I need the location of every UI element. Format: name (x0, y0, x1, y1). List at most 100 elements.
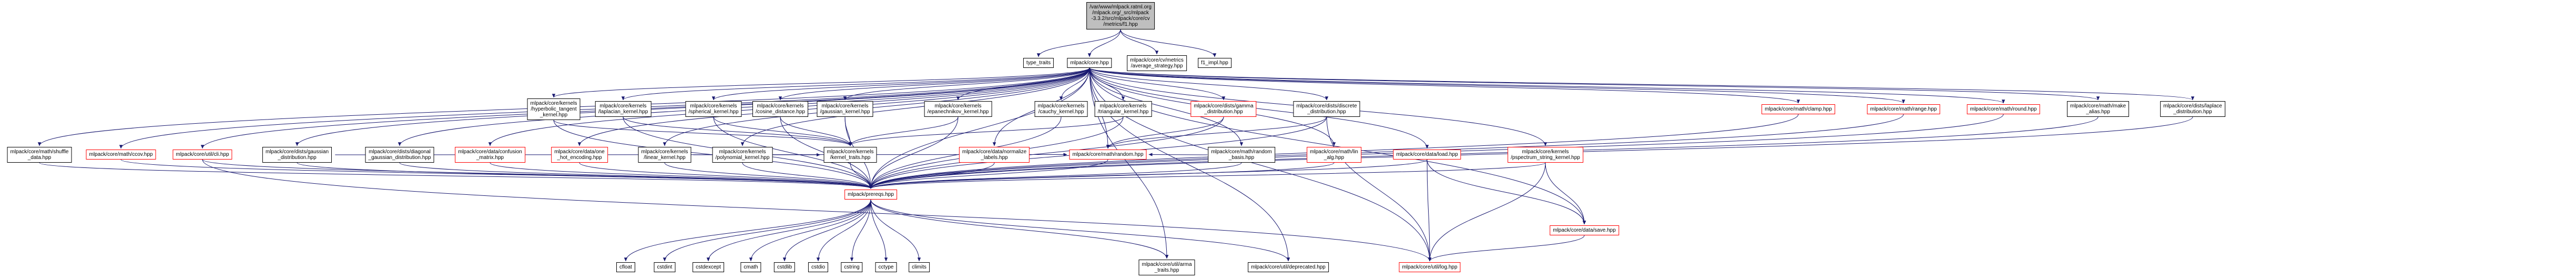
graph-node-diagonal[interactable]: mlpack/core/dists/diagonal _gaussian_dis… (365, 147, 434, 163)
graph-edge-prereqs-to-cctype (870, 199, 888, 262)
graph-node-make_alias[interactable]: mlpack/core/math/make _alias.hpp (2066, 101, 2130, 117)
graph-edge-core-to-gaussian (843, 67, 1090, 101)
graph-node-save[interactable]: mlpack/core/data/save.hpp (1550, 225, 1619, 235)
graph-node-log[interactable]: mlpack/core/util/log.hpp (1399, 262, 1461, 272)
graph-node-laplace[interactable]: mlpack/core/dists/laplace _distribution.… (2160, 101, 2225, 117)
graph-edge-core-to-range (1089, 67, 1905, 104)
graph-edge-root-to-type_traits (1036, 29, 1121, 57)
graph-edge-cli-to-prereqs (202, 159, 872, 189)
graph-node-cmath: cmath (740, 262, 761, 272)
graph-edge-diagonal-to-prereqs (399, 162, 872, 189)
graph-edge-make_alias-to-prereqs (869, 116, 2099, 189)
graph-edge-root-to-f1_impl (1120, 29, 1217, 57)
graph-node-polynomial[interactable]: mlpack/core/kernels /polynomial_kernel.h… (712, 147, 773, 163)
graph-edge-ccov-to-prereqs (120, 159, 872, 189)
graph-edge-core-to-cauchy (1059, 67, 1090, 101)
graph-edge-core-to-prereqs (869, 67, 1090, 189)
graph-node-kernel_traits[interactable]: mlpack/core/kernels /kernel_traits.hpp (823, 147, 877, 163)
graph-node-f1_impl[interactable]: f1_impl.hpp (1198, 58, 1231, 68)
graph-edge-epanechnikov-to-prereqs (869, 116, 959, 189)
graph-edge-core-to-load (1089, 67, 1429, 149)
graph-edge-core-to-log (1089, 67, 1432, 262)
graph-node-cstdlib: cstdlib (773, 262, 796, 272)
graph-edge-range-to-prereqs (869, 114, 1904, 189)
graph-node-discrete[interactable]: mlpack/core/dists/discrete _distribution… (1293, 101, 1360, 117)
graph-node-confusion[interactable]: mlpack/core/data/confusion _matrix.hpp (455, 147, 525, 163)
graph-node-spherical[interactable]: mlpack/core/kernels /spherical_kernel.hp… (685, 101, 742, 117)
graph-node-cli[interactable]: mlpack/core/util/cli.hpp (172, 150, 232, 160)
graph-edge-prereqs-to-climits (870, 199, 921, 262)
graph-node-climits: climits (909, 262, 930, 272)
graph-edge-root-to-core (1087, 29, 1121, 57)
graph-edge-load-to-save (1427, 159, 1586, 225)
graph-node-gaussian[interactable]: mlpack/core/kernels /gaussian_kernel.hpp (817, 101, 873, 117)
graph-node-cauchy[interactable]: mlpack/core/kernels /cauchy_kernel.hpp (1034, 101, 1088, 117)
graph-edge-core-to-round (1089, 67, 2005, 104)
graph-node-clamp[interactable]: mlpack/core/math/clamp.hpp (1762, 104, 1835, 114)
graph-edge-core-to-clamp (1089, 67, 1800, 104)
graph-edge-core-to-cosine (778, 67, 1090, 101)
graph-edge-load-to-log (1427, 159, 1432, 262)
graph-edge-load-to-prereqs (869, 159, 1428, 189)
graph-edge-random-to-prereqs (869, 159, 1108, 189)
graph-node-deprecated[interactable]: mlpack/core/util/deprecated.hpp (1248, 262, 1329, 272)
graph-node-ccov[interactable]: mlpack/core/math/ccov.hpp (86, 150, 156, 160)
graph-node-shuffle[interactable]: mlpack/core/math/shuffle _data.hpp (7, 147, 72, 163)
graph-node-load[interactable]: mlpack/core/data/load.hpp (1393, 150, 1461, 160)
graph-node-epanechnikov[interactable]: mlpack/core/kernels /epanechnikov_kernel… (924, 101, 992, 117)
graph-edge-polynomial-to-prereqs (742, 162, 873, 189)
graph-node-cstdint: cstdint (654, 262, 676, 272)
graph-node-round[interactable]: mlpack/core/math/round.hpp (1967, 104, 2040, 114)
graph-node-triangular[interactable]: mlpack/core/kernels /triangular_kernel.h… (1094, 101, 1152, 117)
graph-node-prereqs[interactable]: mlpack/prereqs.hpp (844, 190, 897, 200)
graph-node-gamma[interactable]: mlpack/core/dists/gamma _distribution.hp… (1190, 101, 1257, 117)
graph-node-one_hot[interactable]: mlpack/core/data/one _hot_encoding.hpp (551, 147, 608, 163)
graph-edge-pspectrum-to-prereqs (869, 162, 1546, 189)
graph-edge-save-to-log (1428, 235, 1585, 262)
graph-edge-core-to-gamma (1089, 67, 1226, 101)
graph-edge-core-to-polynomial (740, 67, 1090, 146)
graph-node-random[interactable]: mlpack/core/math/random.hpp (1069, 150, 1147, 160)
graph-edge-spherical-to-prereqs (713, 116, 873, 189)
graph-node-random_basis[interactable]: mlpack/core/math/random _basis.hpp (1208, 147, 1275, 163)
graph-node-cosine[interactable]: mlpack/core/kernels /cosine_distance.hpp (752, 101, 808, 117)
graph-edge-laplacian-to-kernel_traits (623, 116, 852, 146)
graph-node-hyperbolic[interactable]: mlpack/core/kernels /hyperbolic_tangent … (527, 98, 581, 120)
graph-edge-core-to-arma (1089, 67, 1169, 259)
graph-edge-prereqs-to-cstdint (663, 199, 871, 262)
graph-node-avg[interactable]: mlpack/core/cv/metrics /average_strategy… (1127, 55, 1187, 71)
graph-node-lin_alg[interactable]: mlpack/core/math/lin _alg.hpp (1307, 147, 1361, 163)
graph-node-arma[interactable]: mlpack/core/util/arma _traits.hpp (1138, 260, 1195, 275)
graph-node-cstdexcept: cstdexcept (693, 262, 724, 272)
graph-edge-cli-to-log (202, 159, 1432, 262)
graph-edge-core-to-discrete (1089, 67, 1329, 101)
graph-node-range[interactable]: mlpack/core/math/range.hpp (1867, 104, 1940, 114)
graph-edge-shuffle-to-prereqs (39, 162, 872, 189)
graph-node-laplacian[interactable]: mlpack/core/kernels /laplacian_kernel.hp… (595, 101, 651, 117)
graph-node-cfloat: cfloat (616, 262, 635, 272)
graph-edge-confusion-to-prereqs (490, 162, 872, 189)
graph-edge-cosine-to-kernel_traits (780, 116, 852, 146)
graph-edge-gamma-to-random (1106, 116, 1224, 149)
graph-node-core[interactable]: mlpack/core.hpp (1067, 58, 1112, 68)
graph-edge-prereqs-to-deprecated (870, 199, 1290, 262)
graph-node-normalize[interactable]: mlpack/core/data/normalize _labels.hpp (959, 147, 1030, 163)
graph-edge-core-to-linear (663, 67, 1090, 146)
graph-edge-core-to-hyperbolic (552, 67, 1090, 98)
graph-node-linear[interactable]: mlpack/core/kernels /linear_kernel.hpp (638, 147, 691, 163)
graph-edge-prereqs-to-cstring (850, 199, 871, 262)
graph-node-gaussian_dist[interactable]: mlpack/core/dists/gaussian _distribution… (262, 147, 332, 163)
graph-edge-prereqs-to-cstdio (816, 199, 871, 262)
graph-edge-triangular-to-kernel_traits (848, 116, 1124, 146)
graph-edge-gamma-to-prereqs (869, 116, 1224, 189)
graph-edge-core-to-save (1089, 67, 1586, 225)
graph-edge-core-to-spherical (711, 67, 1090, 101)
graph-node-type_traits: type_traits (1023, 58, 1054, 68)
graph-edge-core-to-laplace (1089, 67, 2194, 101)
graph-edge-discrete-to-random (1106, 116, 1327, 149)
graph-node-pspectrum[interactable]: mlpack/core/kernels /pspectrum_string_ke… (1508, 147, 1583, 163)
graph-edge-core-to-random_basis (1089, 67, 1244, 146)
graph-edge-epanechnikov-to-kernel_traits (848, 116, 959, 146)
graph-edge-prereqs-to-cstdexcept (706, 199, 871, 262)
